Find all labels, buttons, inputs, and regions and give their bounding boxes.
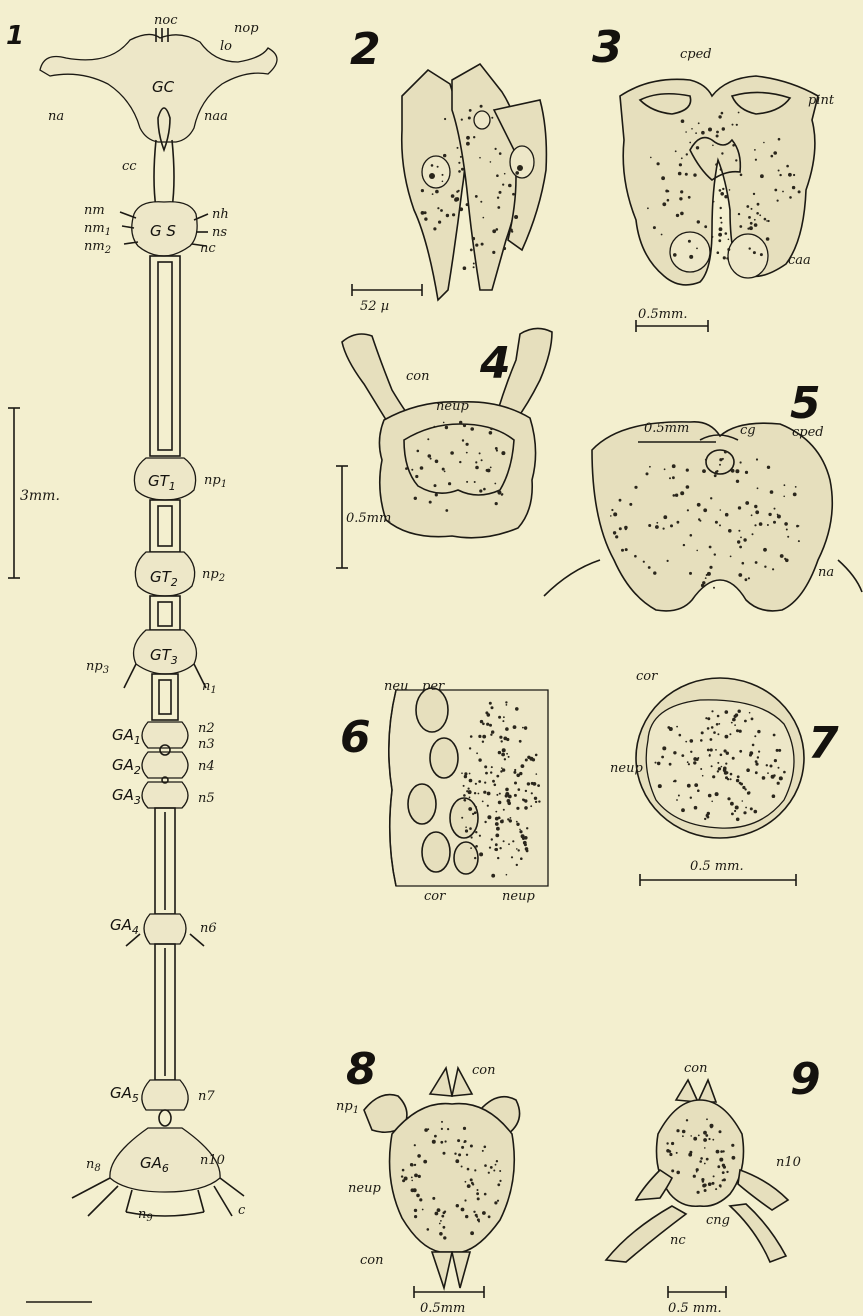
label-n8: n8 (86, 1157, 101, 1174)
label-cped-fig3: cped (680, 47, 712, 62)
label-np2: np2 (202, 567, 225, 584)
label-nc: nc (200, 241, 216, 256)
fig-number-7: 7 (808, 718, 839, 769)
label-n1: n1 (202, 679, 217, 696)
fig-number-3: 3 (592, 22, 623, 73)
label-GA2: GA2 (112, 756, 141, 777)
fig-number-5: 5 (790, 378, 821, 429)
label-n3: n3 (198, 737, 215, 752)
label-GA3: GA3 (112, 786, 141, 807)
label-np1: np1 (204, 473, 227, 490)
figure-9-section: 0.5 mm. con n10 cng nc (606, 1061, 801, 1316)
label-cped-fig5: cped (792, 425, 824, 440)
label-n9: n9 (138, 1207, 153, 1224)
label-nm1: nm1 (84, 221, 111, 238)
label-n6: n6 (200, 921, 217, 936)
label-GC: GC (152, 78, 175, 96)
label-GA5: GA5 (110, 1084, 139, 1105)
label-nm: nm (84, 203, 105, 218)
label-cor-fig7: cor (636, 669, 658, 684)
label-nop: nop (234, 21, 259, 36)
abdominal-ganglion-3 (142, 782, 188, 808)
fig-number-6: 6 (340, 712, 371, 763)
label-c: c (238, 1203, 246, 1218)
label-n10: n10 (200, 1153, 225, 1168)
scale-label-fig5: 0.5mm (644, 421, 689, 436)
label-n7: n7 (198, 1089, 215, 1104)
label-neup-fig7: neup (610, 761, 643, 776)
label-con-top-fig8: con (472, 1063, 495, 1078)
label-n4: n4 (198, 759, 215, 774)
label-nm2: nm2 (84, 239, 111, 256)
figure-7-section: 0.5 mm. cor neup (610, 669, 804, 886)
figure-6-section: neu per cor neup (384, 679, 548, 904)
scale-label-fig1: 3mm. (20, 488, 60, 504)
label-n5: n5 (198, 791, 215, 806)
label-nh: nh (212, 207, 229, 222)
label-GA1: GA1 (112, 726, 141, 747)
abdominal-ganglion-4 (144, 914, 186, 944)
label-GA4: GA4 (110, 916, 139, 937)
label-cg: cg (740, 423, 756, 438)
figure-3-section: 0.5mm. cped pint caa (620, 47, 835, 332)
label-np1-fig8: np1 (336, 1099, 359, 1116)
label-np3: np3 (86, 659, 109, 676)
fig-number-9: 9 (790, 1054, 821, 1105)
scale-label-fig2: 52 µ (360, 299, 389, 314)
label-con-fig9: con (684, 1061, 707, 1076)
label-na-fig5: na (818, 565, 834, 580)
label-caa: caa (788, 253, 811, 268)
abdominal-ganglion-2 (142, 752, 188, 778)
label-nc-fig9: nc (670, 1233, 686, 1248)
scale-label-fig9: 0.5 mm. (668, 1301, 722, 1316)
figure-8-section: 0.5mm con np1 neup con (336, 1063, 520, 1316)
label-n10-fig9: n10 (776, 1155, 801, 1170)
label-neup-fig8: neup (348, 1181, 381, 1196)
label-na: na (48, 109, 64, 124)
scale-label-fig3: 0.5mm. (638, 307, 687, 322)
label-naa: naa (204, 109, 228, 124)
scale-label-fig7: 0.5 mm. (690, 859, 744, 874)
scale-label-fig4: 0.5mm (346, 511, 391, 526)
label-con-fig4: con (406, 369, 429, 384)
fig-number-4: 4 (479, 338, 511, 389)
label-cor-fig6: cor (424, 889, 446, 904)
figure-1-nerve-chain: 3mm. noc nop lo GC na naa cc nm nm1 nm2 … (8, 13, 277, 1302)
figure-4-section: 0.5mm con neup (336, 328, 552, 568)
figure-2-neurons: 52 µ (352, 64, 546, 314)
label-ns: ns (212, 225, 227, 240)
scale-label-fig8: 0.5mm (420, 1301, 465, 1316)
label-lo: lo (220, 39, 232, 54)
label-GS: G S (150, 222, 176, 240)
abdominal-ganglion-1 (142, 722, 188, 748)
fig-number-2: 2 (350, 24, 381, 75)
label-per: per (422, 679, 445, 694)
label-neup-fig4: neup (436, 399, 469, 414)
abdominal-ganglion-5 (142, 1080, 188, 1110)
label-neup-fig6: neup (502, 889, 535, 904)
label-noc: noc (154, 13, 178, 28)
label-con-bottom-fig8: con (360, 1253, 383, 1268)
label-neu: neu (384, 679, 408, 694)
label-n2: n2 (198, 721, 215, 736)
label-cc: cc (122, 159, 137, 174)
fig-number-1: 1 (6, 21, 24, 51)
label-pint: pint (808, 93, 835, 108)
label-cng: cng (706, 1213, 730, 1228)
fig-number-8: 8 (346, 1044, 377, 1095)
